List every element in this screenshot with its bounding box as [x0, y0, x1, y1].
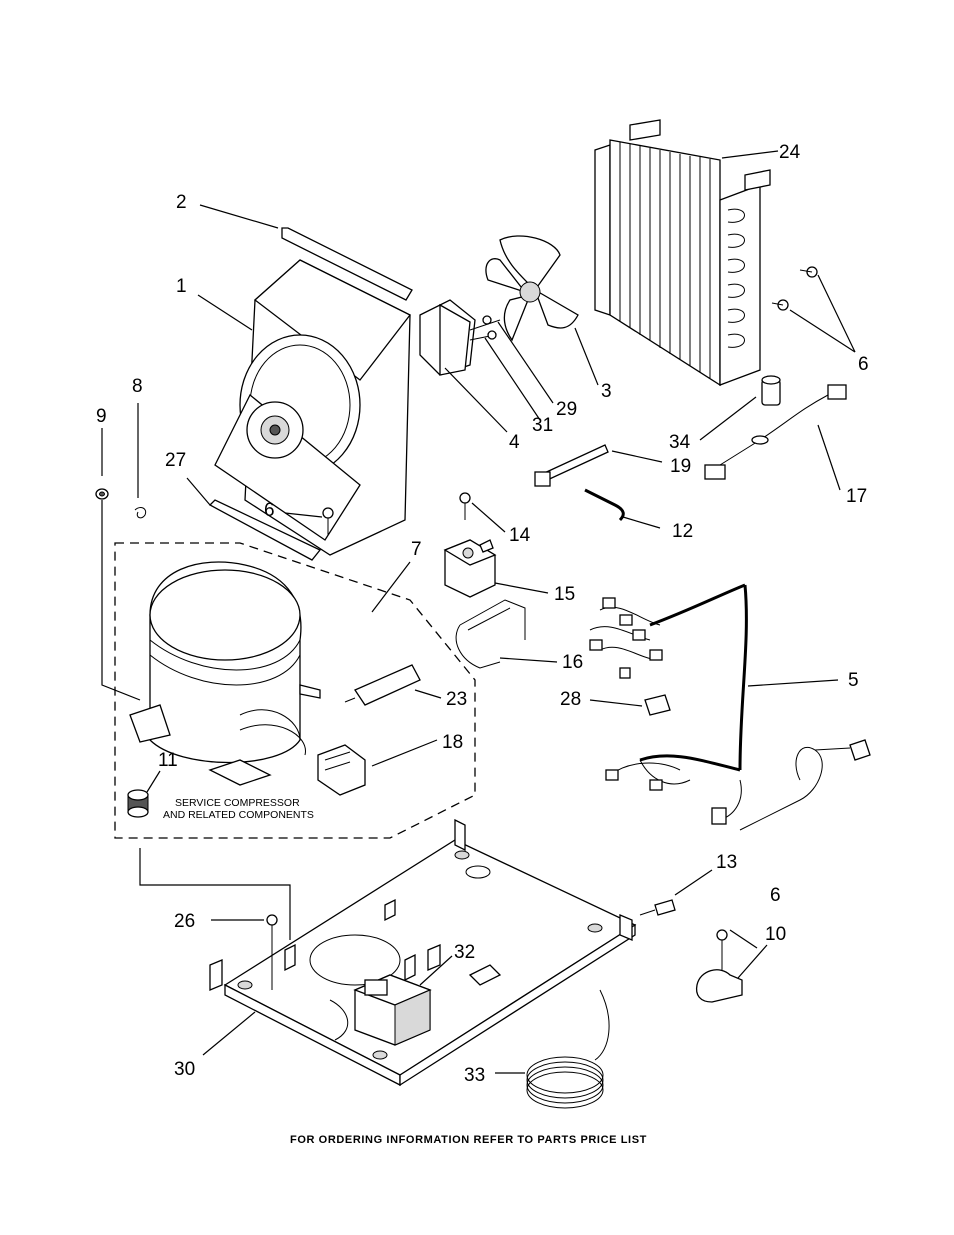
- tube: [584, 488, 625, 522]
- service-note-line-2: AND RELATED COMPONENTS: [163, 809, 314, 821]
- gasket-strip: [281, 227, 413, 301]
- clip: [134, 507, 147, 519]
- callout-16: 16: [562, 652, 583, 673]
- callout-1: 1: [176, 276, 187, 297]
- callout-13: 13: [716, 852, 737, 873]
- callout-8: 8: [132, 376, 143, 397]
- screw-6-center: [322, 507, 334, 535]
- callout-10: 10: [765, 924, 786, 945]
- fan-motor: [419, 299, 501, 376]
- service-note-line-1: SERVICE COMPRESSOR: [175, 797, 300, 809]
- screw-26: [266, 914, 278, 990]
- callout-33: 33: [464, 1065, 485, 1086]
- callout-12: 12: [672, 521, 693, 542]
- callout-17: 17: [846, 486, 867, 507]
- fan-blade: [485, 235, 579, 342]
- callout-24: 24: [779, 142, 801, 163]
- solenoid: [443, 539, 497, 598]
- callout-34: 34: [669, 432, 691, 453]
- callout-6-right: 6: [858, 354, 869, 375]
- mounting-plate: [208, 499, 322, 561]
- callout-32: 32: [454, 942, 475, 963]
- base-pan: [209, 818, 637, 1087]
- wire-clip: [644, 694, 671, 716]
- callouts: 1 2 3 4 5 6 6 6 7 8 9 10 11 12 13 14 15 …: [96, 142, 869, 1086]
- callout-3: 3: [601, 381, 612, 402]
- callout-15: 15: [554, 584, 575, 605]
- grommet: [127, 789, 149, 818]
- callout-26: 26: [174, 911, 195, 932]
- screw-6-lower: [716, 929, 728, 972]
- bracket: [455, 599, 526, 669]
- callout-6-center: 6: [264, 500, 275, 521]
- callout-28: 28: [560, 689, 581, 710]
- callout-14: 14: [509, 525, 531, 546]
- sensor-harness: [704, 384, 847, 480]
- washer: [95, 488, 109, 500]
- callout-19: 19: [670, 456, 691, 477]
- callout-30: 30: [174, 1059, 195, 1080]
- callout-7: 7: [411, 539, 422, 560]
- callout-5: 5: [848, 670, 859, 691]
- cable-tie: [534, 444, 609, 487]
- wire-harness: [589, 583, 871, 831]
- compressor-group: [114, 542, 476, 839]
- callout-29: 29: [556, 399, 577, 420]
- callout-27: 27: [165, 450, 186, 471]
- coiled-tubing: [526, 989, 610, 1109]
- callout-23: 23: [446, 689, 467, 710]
- clamp: [695, 969, 743, 1003]
- water-valve: [353, 974, 432, 1046]
- screw-13: [639, 899, 676, 916]
- fan-shroud: [214, 259, 411, 556]
- footer-note: FOR ORDERING INFORMATION REFER TO PARTS …: [290, 1134, 647, 1146]
- screw-6-right: [771, 266, 818, 311]
- leader-lines: [101, 150, 856, 1074]
- callout-11: 11: [158, 750, 178, 771]
- callout-9: 9: [96, 406, 107, 427]
- capacitor: [761, 375, 781, 406]
- screw-14: [459, 492, 471, 520]
- condenser: [594, 119, 771, 387]
- callout-2: 2: [176, 192, 187, 213]
- callout-4: 4: [509, 432, 520, 453]
- callout-18: 18: [442, 732, 463, 753]
- callout-31: 31: [532, 415, 553, 436]
- callout-6-lower: 6: [770, 885, 781, 906]
